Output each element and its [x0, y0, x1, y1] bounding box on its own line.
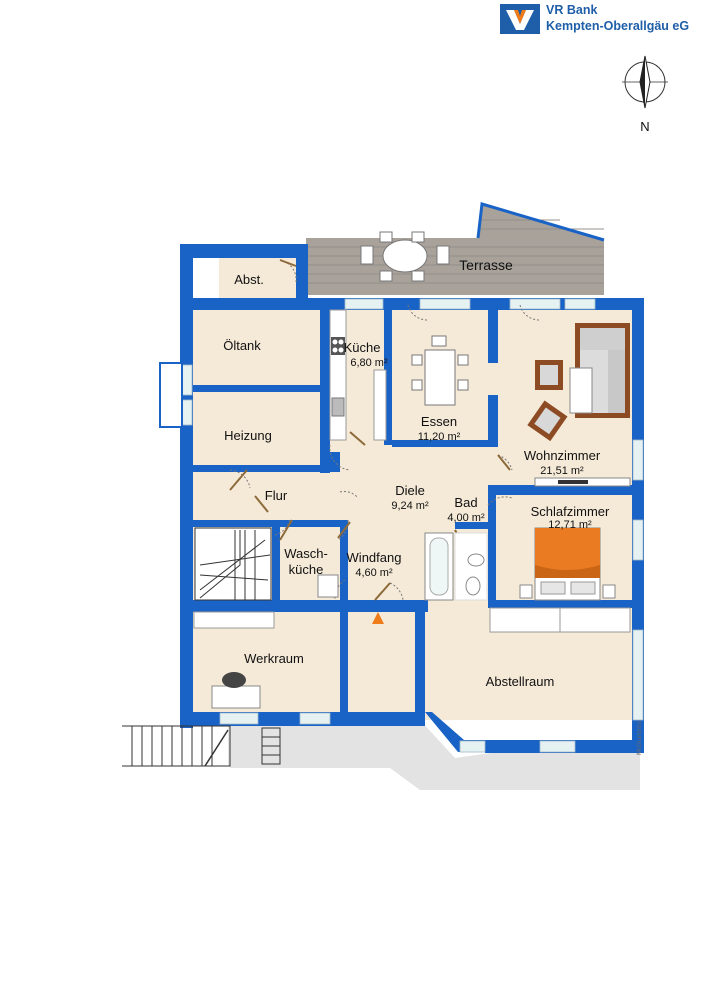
compass-north-arrow-icon: N	[622, 55, 668, 134]
room-label-oeltank: Öltank	[223, 338, 261, 353]
room-area-kueche: 6,80 m²	[350, 357, 388, 369]
bank-brand: VR Bank Kempten-Oberallgäu eG	[500, 2, 707, 42]
compass-label: N	[640, 119, 649, 134]
room-label-flur: Flur	[265, 488, 288, 503]
abst-storage-cabinet	[193, 258, 219, 298]
bay-window	[159, 362, 183, 428]
room-area-essen: 11,20 m²	[418, 431, 461, 443]
room-label-waschkueche-line1: Wasch-	[284, 546, 328, 561]
windows	[180, 298, 644, 753]
terrace-table-icon	[360, 231, 450, 282]
room-area-windfang: 4,60 m²	[355, 567, 393, 579]
armchair-icon	[535, 360, 563, 390]
room-label-wohnzimmer: Wohnzimmer	[524, 448, 601, 463]
room-label-bad: Bad	[454, 495, 477, 510]
room-area-diele: 9,24 m²	[391, 500, 429, 512]
bank-logo-icon	[500, 4, 540, 34]
staircase-icon	[194, 527, 272, 601]
bank-name-line1: VR Bank	[546, 3, 598, 17]
credit-label: McGrundriss	[637, 721, 643, 755]
room-label-werkraum: Werkraum	[244, 651, 304, 666]
outdoor-paving	[230, 720, 640, 790]
room-area-schlafzimmer: 12,71 m²	[548, 519, 592, 531]
desk-icon	[211, 685, 261, 709]
room-label-terrasse: Terrasse	[459, 257, 513, 273]
office-chair-icon	[222, 672, 246, 688]
room-label-waschkueche-line2: küche	[289, 562, 324, 577]
room-area-bad: 4,00 m²	[447, 512, 485, 524]
outdoor-stairs-icon	[122, 725, 281, 767]
terrace-deck	[306, 202, 605, 295]
tv-icon	[558, 480, 588, 484]
entrance-arrow-icon	[372, 612, 384, 624]
sofa-icon	[575, 323, 630, 418]
room-label-diele: Diele	[395, 483, 425, 498]
room-label-abst: Abst.	[234, 272, 264, 287]
washing-machine-icon	[317, 574, 339, 598]
dining-table-icon	[411, 335, 469, 406]
room-label-abstellraum: Abstellraum	[486, 674, 555, 689]
bathroom-fixtures	[424, 532, 488, 601]
workbench-icon	[193, 611, 275, 629]
room-label-windfang: Windfang	[347, 550, 402, 565]
bed-icon	[519, 527, 616, 601]
room-label-kueche: Küche	[344, 340, 381, 355]
room-label-heizung: Heizung	[224, 428, 272, 443]
bank-name-line2: Kempten-Oberallgäu eG	[546, 19, 690, 33]
room-label-essen: Essen	[421, 414, 457, 429]
coffee-table-icon	[569, 367, 593, 414]
kitchen-counter	[329, 309, 387, 441]
room-label-schlafzimmer: Schlafzimmer	[531, 504, 610, 519]
room-area-wohnzimmer: 21,51 m²	[540, 465, 584, 477]
armchair-icon	[527, 400, 568, 442]
